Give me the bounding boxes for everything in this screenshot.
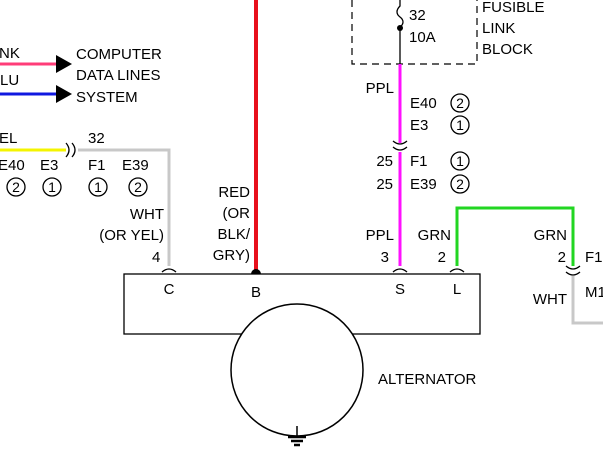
red-wire-group: RED (OR BLK/ GRY): [213, 0, 261, 279]
terminal-l-label: L: [453, 281, 461, 298]
alternator-body: [230, 303, 364, 437]
ground-icon: [288, 435, 306, 447]
ppl-num-circle-4: [450, 174, 470, 194]
gray-wire-right: [571, 276, 603, 325]
terminal-s-connector: [392, 268, 408, 273]
ppl-num-3: 1: [456, 153, 464, 169]
computer-line-2: DATA LINES: [76, 67, 160, 84]
left-num-3: 1: [94, 179, 102, 195]
left-num-2: 1: [48, 179, 56, 195]
terminal-s-pin: 3: [381, 249, 389, 266]
alternator-name: ALTERNATOR: [378, 371, 477, 388]
arrow-top-icon: [56, 55, 72, 73]
alternator: C B S L ALTERNATOR: [123, 268, 481, 447]
left-wire-partial-label: EL: [0, 130, 17, 147]
terminal-c-pin: 4: [152, 249, 160, 266]
fusible-link-title-1: FUSIBLE: [482, 0, 545, 16]
red-wire-label-2: (OR: [223, 205, 251, 222]
left-conn-e39: E39: [122, 157, 149, 174]
left-conn-e3: E3: [40, 157, 58, 174]
ppl-wire-group: PPL E40 2 E3 1 25 F1 1 25 E39 2 PPL 3: [366, 64, 470, 266]
grn-right-connector-symbol: [565, 265, 581, 276]
left-connector-symbol: [65, 142, 76, 158]
fusible-link-dashed-box: [351, 0, 478, 65]
ppl-num-4: 2: [456, 176, 464, 192]
fusible-link-block: 32 10A FUSIBLE LINK BLOCK: [351, 0, 545, 65]
fusible-link-title-2: LINK: [482, 20, 515, 37]
left-conn-f1: F1: [88, 157, 106, 174]
terminal-c-label: C: [164, 281, 175, 298]
ppl-num-circle-2: [450, 115, 470, 135]
ppl-conn-e3: E3: [410, 117, 428, 134]
left-num-1: 2: [12, 179, 20, 195]
gray-wire-left: [78, 148, 171, 266]
terminal-l-connector: [449, 268, 465, 273]
data-wire-top-label: NK: [0, 45, 20, 62]
left-num-circle-4: [128, 177, 148, 197]
arrow-bottom-icon: [56, 85, 72, 103]
fusible-link-title-3: BLOCK: [482, 41, 533, 58]
fuse-pin-label: 32: [409, 7, 426, 24]
ppl-conn-f1: F1: [410, 153, 428, 170]
terminal-b-label: B: [251, 284, 261, 301]
grn-right-wire-color: WHT: [533, 291, 567, 308]
ppl-pin-a: 25: [376, 153, 393, 170]
ppl-pin-b: 25: [376, 176, 393, 193]
grn-color-left: GRN: [418, 227, 451, 244]
computer-line-3: SYSTEM: [76, 89, 138, 106]
ppl-connector-symbol: [392, 140, 408, 151]
terminal-l-pin: 2: [438, 249, 446, 266]
grn-wire-group: GRN 2 GRN 2 F1 WHT M1: [418, 206, 603, 325]
left-wire-group: EL 32 E40 E3 F1 E39 2 1 1 2 WHT (OR YEL)…: [0, 130, 171, 266]
left-wire-color-2: (OR YEL): [99, 227, 164, 244]
red-wire-label-1: RED: [218, 184, 250, 201]
left-num-circle-2: [42, 177, 62, 197]
fuse-link-symbol: [396, 0, 404, 64]
red-wire-label-4: GRY): [213, 247, 250, 264]
ppl-conn-e40: E40: [410, 95, 437, 112]
left-num-circle-3: [88, 177, 108, 197]
left-num-circle-1: [6, 177, 26, 197]
grn-right-conn-2: M1: [585, 284, 603, 301]
left-connector-pin: 32: [88, 130, 105, 147]
computer-data-lines: NK LU COMPUTER DATA LINES SYSTEM: [0, 45, 162, 106]
ppl-num-circle-1: [450, 93, 470, 113]
green-wire: [455, 206, 575, 266]
left-conn-e40: E40: [0, 157, 25, 174]
ppl-color-top: PPL: [366, 80, 394, 97]
fuse-rating-label: 10A: [409, 29, 436, 46]
computer-line-1: COMPUTER: [76, 46, 162, 63]
left-num-4: 2: [134, 179, 142, 195]
ppl-num-1: 2: [456, 95, 464, 111]
ppl-num-circle-3: [450, 151, 470, 171]
grn-right-conn: F1: [585, 249, 603, 266]
ppl-conn-e39: E39: [410, 176, 437, 193]
red-wire-label-3: BLK/: [217, 226, 250, 243]
ppl-color-bottom: PPL: [366, 227, 394, 244]
terminal-c-connector: [161, 268, 177, 273]
terminal-s-label: S: [395, 281, 405, 298]
data-wire-bottom-label: LU: [0, 72, 19, 89]
fuse-junction-dot: [397, 25, 403, 31]
ppl-num-2: 1: [456, 117, 464, 133]
left-wire-color-1: WHT: [130, 206, 164, 223]
grn-right-pin: 2: [558, 249, 566, 266]
grn-color-right: GRN: [534, 227, 567, 244]
